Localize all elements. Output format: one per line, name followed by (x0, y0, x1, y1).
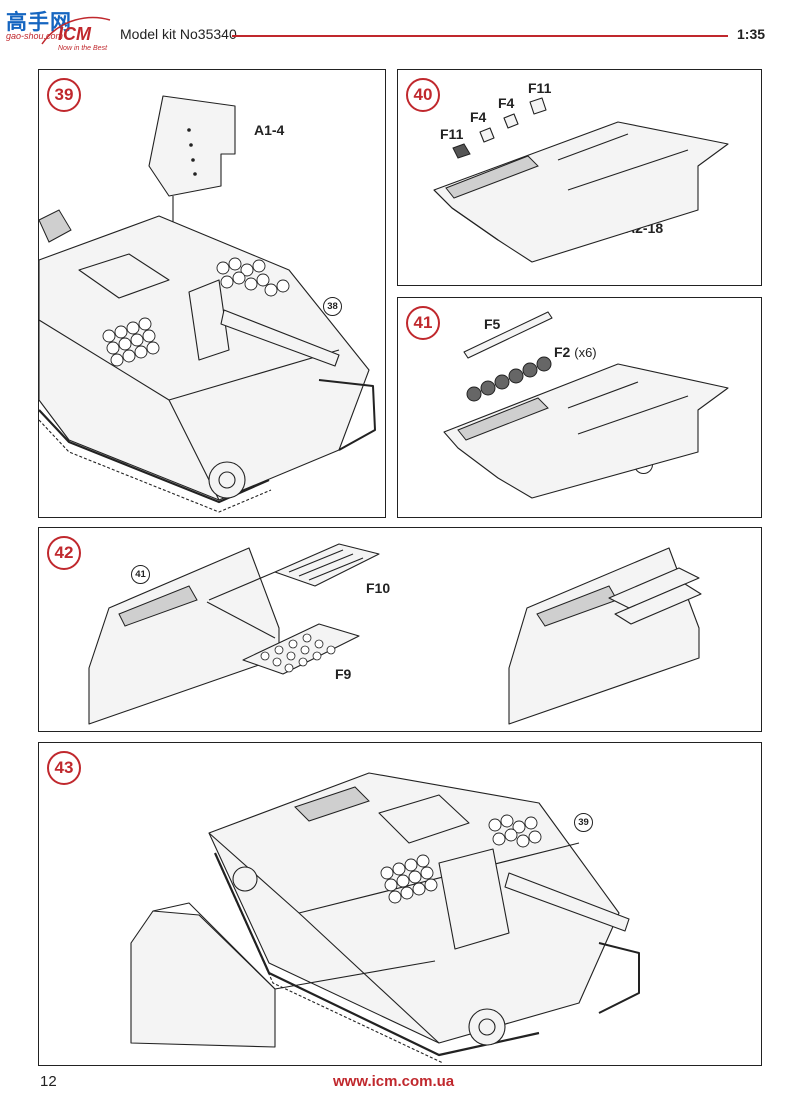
part-label-a1-4: A1-4 (254, 122, 285, 138)
scale-label: 1:35 (737, 26, 766, 42)
step-40-panel: 40 F11 F4 F4 F11 A2-18 (397, 69, 762, 286)
part-label-f11: F11 (440, 126, 464, 142)
step-number: 43 (47, 751, 81, 785)
header-rule (232, 35, 728, 37)
step-42-panel: 42 41 F10 F9 42 (38, 527, 762, 732)
ref-step-39: 39 (574, 813, 593, 832)
step-number: 40 (406, 78, 440, 112)
kit-title: Model kit No35340 (120, 26, 237, 42)
brand-logo: ICM (58, 24, 91, 44)
website-link[interactable]: www.icm.com.ua (333, 1073, 455, 1090)
page-number: 12 (40, 1073, 57, 1090)
watermark-text: 高手网 (6, 10, 72, 34)
ref-step-38: 38 (323, 297, 342, 316)
step-number: 39 (47, 78, 81, 112)
ref-step-41: 41 (131, 565, 150, 584)
part-label-f9: F9 (335, 666, 352, 682)
step-41-panel: 41 F5 F2 (x6) 40 (397, 297, 762, 518)
part-label-f5: F5 (484, 316, 501, 332)
part-label-f2-text: F2 (554, 344, 571, 360)
part-label-f4: F4 (470, 109, 487, 125)
step-43-drawing (130, 772, 640, 1064)
step-39-drawing (38, 95, 376, 513)
brand-logo-icon (41, 16, 111, 45)
watermark-url: gao-shou.com (6, 31, 64, 41)
step-number: 42 (47, 536, 81, 570)
step-41-drawing (443, 311, 729, 499)
step-42-drawing (88, 543, 702, 725)
part-label-f2: F2 (x6) (554, 344, 597, 360)
part-label-f10: F10 (366, 580, 391, 596)
brand-tagline: Now in the Best (58, 45, 108, 52)
part-label-f11: F11 (528, 80, 552, 96)
part-qty: (x6) (574, 345, 597, 360)
step-number: 41 (406, 306, 440, 340)
part-label-f4: F4 (498, 95, 515, 111)
step-43-panel: 43 39 42 (38, 742, 762, 1066)
step-39-panel: 39 A1-4 38 (38, 69, 386, 518)
step-40-drawing (433, 97, 729, 263)
